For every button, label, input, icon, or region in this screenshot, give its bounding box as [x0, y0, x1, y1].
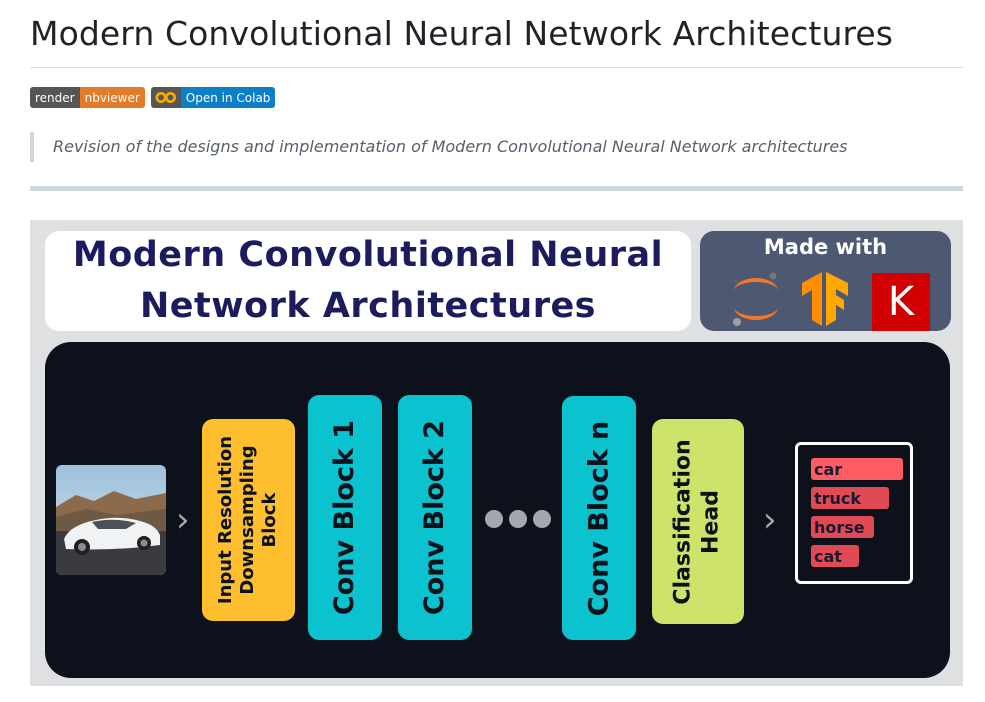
ellipsis-dot	[533, 510, 551, 528]
input-downsampling-block: Input Resolution Downsampling Block	[202, 419, 295, 621]
conv-block-2: Conv Block 2	[398, 395, 472, 640]
chevron-right-icon: ›	[763, 500, 777, 540]
input-block-label: Input Resolution Downsampling Block	[215, 435, 281, 605]
car-input-image	[56, 465, 166, 575]
page-title: Modern Convolutional Neural Network Arch…	[30, 14, 894, 53]
keras-letter: K	[887, 279, 915, 325]
output-class-label: cat	[811, 545, 859, 567]
badge-row: render nbviewer Open in Colab	[30, 87, 276, 108]
keras-icon: K	[872, 273, 930, 331]
nbviewer-badge-value: nbviewer	[79, 87, 145, 108]
description-text: Revision of the designs and implementati…	[53, 137, 848, 156]
conv-block-n: Conv Block n	[562, 396, 636, 640]
ellipsis-dot	[485, 510, 503, 528]
nbviewer-badge[interactable]: render nbviewer	[30, 87, 145, 108]
colab-badge-label: Open in Colab	[180, 87, 276, 108]
banner-image: Modern Convolutional Neural Network Arch…	[30, 220, 963, 686]
conv-block-1: Conv Block 1	[308, 395, 382, 640]
output-class-label: car	[811, 458, 903, 480]
description-blockquote: Revision of the designs and implementati…	[30, 132, 960, 162]
banner-title-line2: Network Architectures	[139, 286, 597, 326]
classification-head-block: Classification Head	[652, 419, 744, 624]
jupyter-icon	[733, 272, 778, 326]
made-with-card: Made with K	[700, 231, 951, 331]
title-divider	[30, 67, 963, 68]
cnn-diagram-panel: › Input Resolution Downsampling Block Co…	[45, 342, 950, 678]
made-with-label: Made with	[763, 235, 888, 259]
output-class-label: horse	[811, 516, 874, 538]
nbviewer-badge-label: render	[30, 87, 80, 108]
conv-block-1-label: Conv Block 1	[329, 419, 361, 616]
output-class-label: truck	[811, 487, 889, 509]
output-predictions-box: car truck horse cat	[795, 442, 913, 584]
classification-head-label: Classification Head	[671, 438, 725, 605]
tensorflow-icon	[802, 272, 848, 326]
banner-title: Modern Convolutional Neural Network Arch…	[73, 230, 663, 332]
chevron-right-icon: ›	[176, 500, 190, 540]
section-divider	[30, 186, 963, 191]
ellipsis-dot	[509, 510, 527, 528]
conv-block-n-label: Conv Block n	[583, 420, 615, 616]
banner-title-line1: Modern Convolutional Neural	[72, 235, 664, 275]
colab-icon	[150, 87, 181, 108]
open-in-colab-badge[interactable]: Open in Colab	[150, 87, 276, 108]
conv-block-2-label: Conv Block 2	[419, 419, 451, 616]
banner-title-card: Modern Convolutional Neural Network Arch…	[45, 231, 691, 331]
